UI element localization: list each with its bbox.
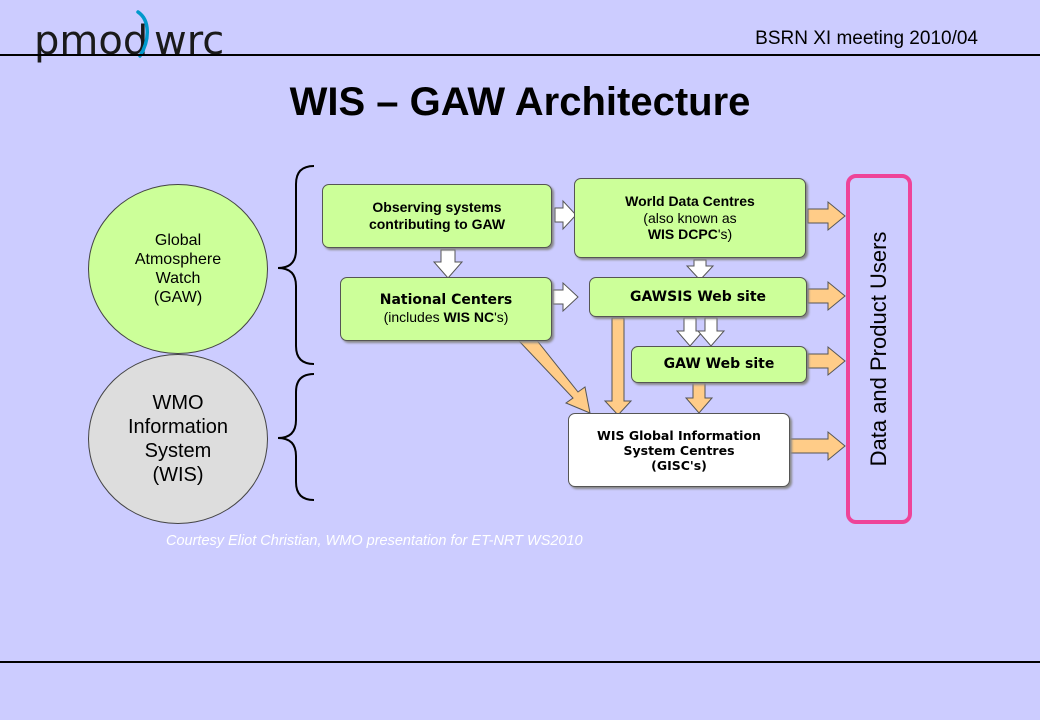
wdc-line-3-suffix: 's) — [717, 226, 733, 243]
wis-ellipse: WMO Information System (WIS) — [88, 354, 268, 524]
wis-line-4: (WIS) — [152, 464, 204, 486]
arrow-gawsis-to-users — [807, 280, 846, 312]
gaw-line-4: (GAW) — [153, 289, 203, 307]
data-product-users-box: Data and Product Users — [846, 174, 912, 524]
gawsis-label: GAWSIS Web site — [629, 288, 767, 305]
gawsis-box: GAWSIS Web site — [589, 277, 807, 317]
gaw-ellipse: Global Atmosphere Watch (GAW) — [88, 184, 268, 354]
gaw-web-label: GAW Web site — [663, 356, 775, 373]
observing-systems-box: Observing systems contributing to GAW — [322, 184, 552, 248]
arrow-observing-to-national — [432, 249, 464, 279]
wdc-line-1: World Data Centres — [625, 192, 755, 209]
gisc-line-2: System Centres — [623, 442, 735, 458]
arrow-gawweb-to-gisc — [684, 382, 714, 414]
national-line-2-suffix: 's) — [494, 309, 509, 325]
observing-line-1: Observing systems — [372, 199, 502, 216]
logo-text-wrc: wrc — [154, 18, 225, 64]
arrow-gawsis-to-gawweb — [675, 317, 705, 347]
logo-text-pmod: pmod — [34, 18, 149, 64]
gaw-line-1: Global — [154, 231, 202, 249]
wis-line-3: System — [144, 440, 212, 462]
arrow-wdc-to-gawsis — [685, 259, 715, 281]
gaw-line-2: Atmosphere — [134, 250, 222, 268]
wdc-line-2: (also known as — [643, 209, 737, 226]
gisc-line-1: WIS Global Information — [597, 427, 761, 443]
world-data-centres-box: World Data Centres (also known as WIS DC… — [574, 178, 806, 258]
wis-brace — [277, 373, 315, 501]
arrow-gawsis-to-gisc — [603, 317, 633, 416]
meeting-label: BSRN XI meeting 2010/04 — [755, 28, 978, 49]
header-rule — [0, 54, 1040, 56]
gaw-web-box: GAW Web site — [631, 346, 807, 383]
orange-arrows — [518, 200, 846, 462]
footer-rule — [0, 661, 1040, 663]
gaw-line-3: Watch — [155, 270, 201, 287]
arrow-national-to-gisc — [518, 332, 591, 414]
logo-swoosh-icon — [136, 10, 149, 58]
pmod-wrc-logo: pmod wrc — [34, 10, 234, 64]
arrow-wdc-to-users — [807, 200, 846, 232]
arrow-gisc-to-users — [789, 430, 846, 462]
national-line-2: (includes WIS NC's) — [384, 309, 509, 326]
wis-line-2: Information — [127, 416, 229, 438]
wdc-line-3: WIS DCPC's) — [648, 226, 732, 243]
observing-line-2: contributing to GAW — [368, 216, 506, 232]
arrow-gawweb-to-users — [807, 345, 846, 377]
wdc-line-3-bold: WIS DCPC — [647, 226, 718, 243]
hollow-arrows — [432, 199, 726, 347]
arrow-observing-to-wdc — [554, 199, 577, 231]
gaw-brace — [277, 165, 315, 365]
arrow-national-to-gawsis — [552, 281, 579, 313]
arrow-gawsis-to-gawweb-2 — [696, 317, 726, 347]
national-line-2-bold: WIS NC — [443, 309, 495, 325]
wis-line-1: WMO — [152, 392, 204, 414]
national-centers-box: National Centers (includes WIS NC's) — [340, 277, 552, 341]
users-label: Data and Product Users — [866, 231, 891, 467]
gisc-box: WIS Global Information System Centres (G… — [568, 413, 790, 487]
national-line-2-prefix: (includes — [383, 309, 444, 325]
gisc-line-3: (GISC's) — [651, 457, 707, 473]
slide-title: WIS – GAW Architecture — [289, 80, 751, 124]
national-line-1: National Centers — [379, 292, 513, 309]
courtesy-note: Courtesy Eliot Christian, WMO presentati… — [166, 533, 583, 549]
